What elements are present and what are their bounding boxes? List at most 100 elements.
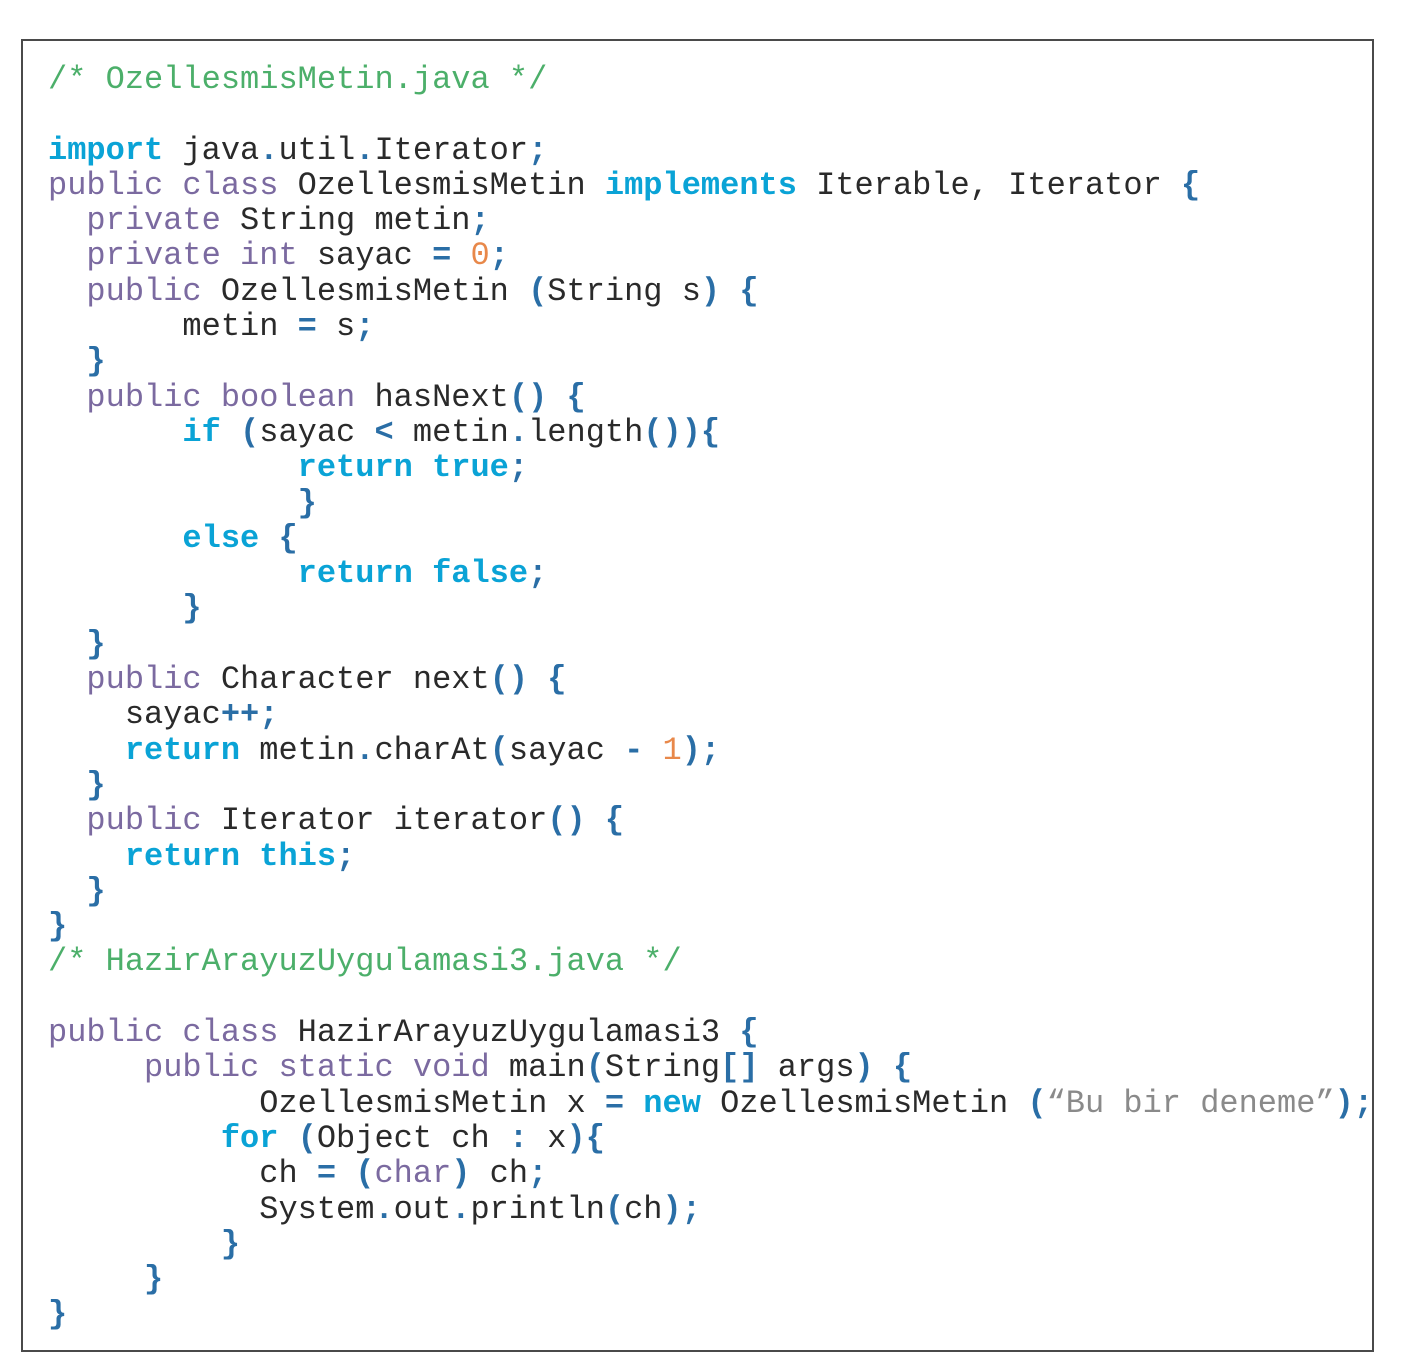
code-token: main [489,1049,586,1087]
code-token: ch [48,1155,317,1193]
operator-token: ); [1334,1084,1374,1122]
operator-token: } [48,590,202,628]
operator-token: { [1180,166,1201,204]
code-line: } [48,1227,1373,1262]
keyword-token: new [643,1084,701,1122]
modifier-token: public static void [48,1049,490,1087]
code-token: Iterator [374,131,529,169]
operator-token: } [48,766,106,804]
code-line: public Character next() { [48,662,1373,697]
operator-token: } [48,625,106,663]
code-token: x [528,1119,567,1157]
number-literal: 0 [470,237,490,275]
code-token: sayac [297,237,433,275]
operator-token: { [566,378,586,416]
operator-token: ; [528,1155,548,1193]
code-token: metin [48,308,298,346]
operator-token: ) [700,272,721,310]
modifier-token: private [48,202,221,240]
code-token: String [604,1049,721,1087]
operator-token: { [547,661,567,699]
code-token [278,1120,297,1157]
code-token: out [393,1190,452,1228]
operator-token: ; [508,449,529,487]
code-token: charAt [374,731,490,769]
code-line: } [48,768,1373,803]
code-line: public class OzellesmisMetin implements … [48,168,1373,203]
keyword-token: if [48,413,221,451]
keyword-token: else [48,519,260,557]
code-line: return this; [48,837,1373,875]
operator-token: ; [489,237,509,275]
operator-token: . [508,413,529,451]
code-listing-frame [21,39,1374,1352]
code-line: } [48,485,1373,521]
operator-token: ( [240,413,260,451]
code-line: } [48,627,1373,662]
code-token [528,661,547,698]
operator-token: ){ [566,1119,605,1157]
operator-token: ; [528,555,548,593]
operator-token: . [355,731,375,769]
operator-token: [] [720,1049,759,1087]
operator-token: . [355,131,375,169]
code-line [48,97,1373,132]
comment-token: /* OzellesmisMetin.java */ [48,61,548,98]
code-line: public class HazirArayuzUygulamasi3 { [48,1015,1373,1050]
code-line: } [48,1262,1373,1297]
code-line: } [48,874,1373,909]
operator-token: ; [336,837,356,875]
operator-token: = [604,1084,625,1122]
operator-token: ( [355,1155,375,1193]
code-token: metin [393,413,509,451]
code-token: println [470,1190,605,1228]
code-line: OzellesmisMetin x = new OzellesmisMetin … [48,1084,1374,1122]
code-token [336,1155,355,1192]
code-token: ch [470,1155,529,1193]
modifier-token: public class [48,166,279,204]
operator-token: ; [528,131,548,169]
operator-token: - [624,731,644,769]
operator-token: { [604,802,625,840]
code-token: sayac [48,696,221,734]
operator-token: { [278,519,298,557]
operator-token: } [48,1261,164,1299]
code-token [451,237,470,274]
operator-token: ); [662,1190,701,1228]
string-literal: “Bu bir deneme” [1046,1084,1335,1122]
modifier-token: public class [48,1014,279,1052]
code-token [547,379,566,416]
code-line: for (Object ch : x){ [48,1121,1373,1156]
operator-token: } [48,872,106,910]
operator-token: } [48,1296,68,1334]
code-line: ch = (char) ch; [48,1156,1373,1191]
code-line: System.out.println(ch); [48,1190,1373,1228]
code-token [221,414,240,451]
keyword-token: import [48,131,164,169]
operator-token: ) [854,1049,874,1087]
operator-token: . [259,131,279,169]
code-token: metin [240,731,356,769]
operator-token: . [451,1190,471,1228]
operator-token: } [48,343,106,381]
keyword-token: return false [48,555,529,593]
operator-token: = [297,308,317,346]
code-token: args [758,1049,855,1087]
operator-token: ()){ [643,413,721,451]
modifier-token: char [374,1155,452,1193]
code-token: System [48,1190,375,1228]
comment-token: /* HazirArayuzUygulamasi3.java */ [48,943,682,981]
code-token: length [528,413,644,451]
operator-token: < [374,413,394,451]
code-token [720,273,739,310]
operator-token: = [316,1155,337,1193]
code-token: Object ch [316,1119,509,1157]
code-token [586,802,605,839]
code-line: } [48,1297,1373,1332]
code-token: hasNext [355,378,509,416]
operator-token: { [892,1049,913,1087]
code-token: OzellesmisMetin x [48,1084,605,1122]
code-listing: /* OzellesmisMetin.java */import java.ut… [48,62,1373,1333]
code-token [643,732,662,769]
code-token [259,520,278,557]
